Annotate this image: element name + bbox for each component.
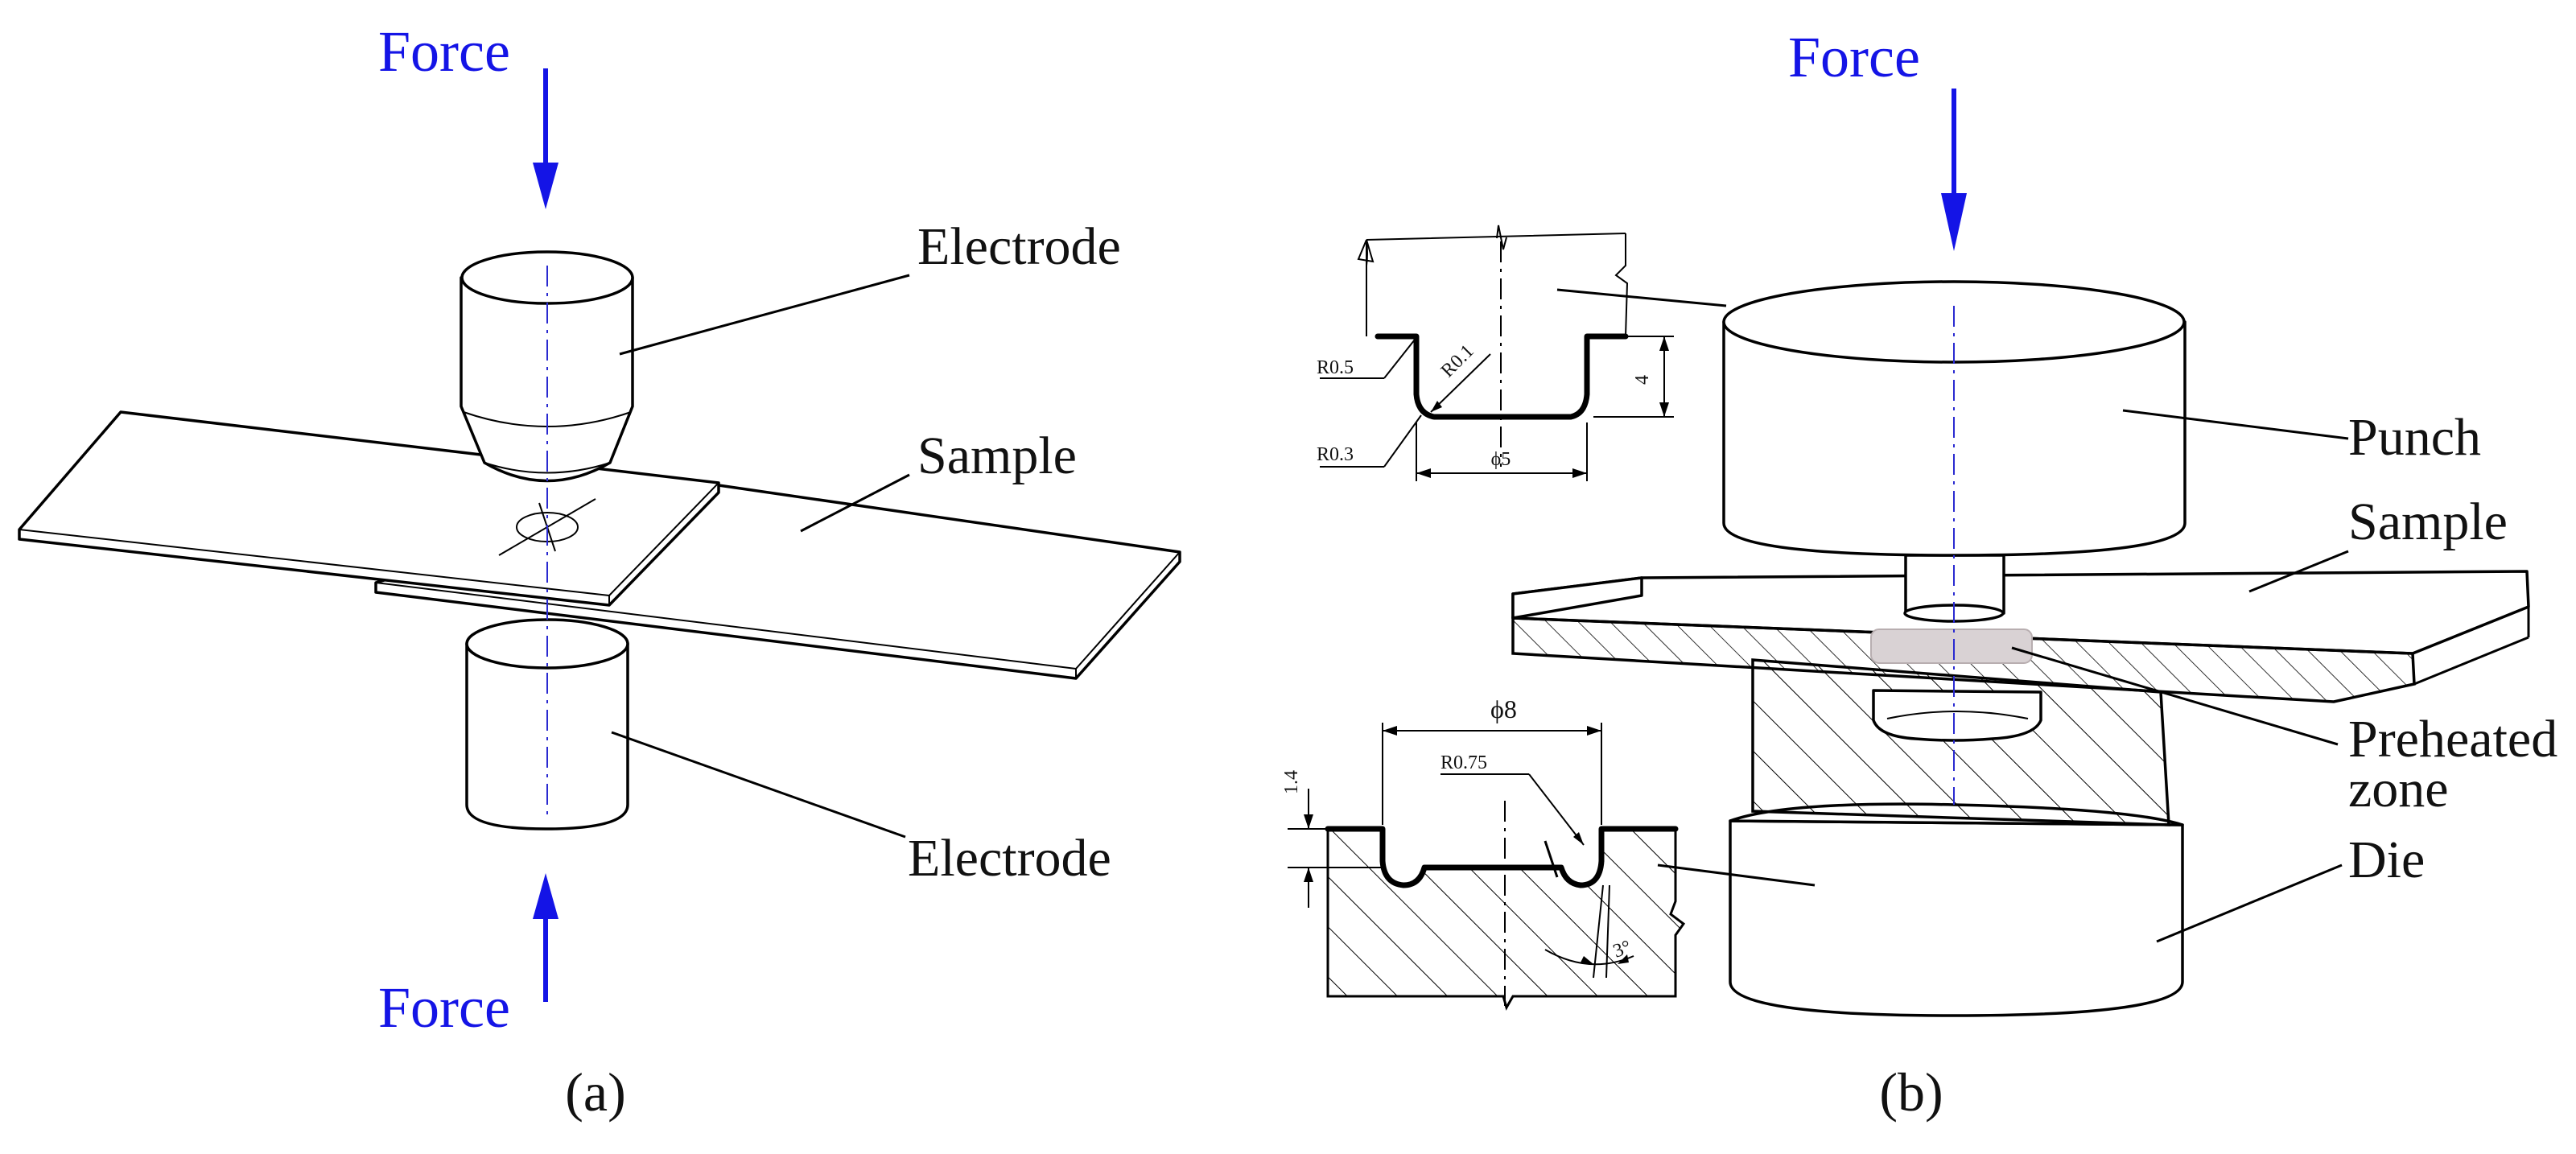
force-bottom-label: Force — [378, 975, 510, 1040]
die-section — [1751, 658, 2170, 826]
label-die: Die — [2348, 830, 2425, 889]
force-b-arrow — [1941, 89, 1967, 251]
force-top-arrow — [533, 68, 558, 209]
bottom-electrode — [465, 618, 629, 830]
label-punch: Punch — [2348, 408, 2481, 467]
dim-r-inner: R0.3 — [1317, 444, 1354, 465]
label-preheated: Preheated — [2348, 710, 2557, 769]
label-sample-a: Sample — [917, 427, 1077, 485]
die-block — [1729, 802, 2184, 1017]
panel-b: Force — [1281, 25, 2557, 1123]
label-electrode-top: Electrode — [917, 217, 1121, 276]
dim-die-radius: R0.75 — [1440, 752, 1487, 773]
dim-r-outer: R0.5 — [1317, 357, 1354, 378]
label-sample-b: Sample — [2348, 493, 2508, 551]
punch-detail: 4 ϕ5 R0.5 R0.3 R0.1 — [1317, 225, 1727, 481]
caption-a: (a) — [565, 1061, 625, 1123]
leader-preheated — [2011, 646, 2339, 746]
preheated-zone — [1870, 629, 2033, 664]
force-top-label: Force — [378, 19, 510, 84]
leader-electrode-bottom — [611, 731, 906, 839]
force-bottom-arrow — [533, 873, 558, 1002]
force-b-label: Force — [1788, 25, 1920, 89]
dim-r-tip: R0.1 — [1437, 340, 1478, 381]
dim-punch-depth: 4 — [1632, 375, 1653, 385]
leader-punch — [2122, 409, 2349, 440]
leader-sample-b — [2248, 550, 2349, 593]
dim-punch-diameter: ϕ5 — [1491, 449, 1511, 470]
upper-sheet — [18, 410, 720, 607]
panel-a: Force Force — [18, 19, 1181, 1123]
die-detail: ϕ8 R0.75 1.4 3° — [1281, 694, 1816, 1011]
leader-die — [2156, 863, 2343, 943]
leader-sample-a — [800, 473, 910, 533]
label-zone: zone — [2348, 760, 2449, 818]
leader-punch-detail — [1556, 288, 1727, 307]
label-electrode-bottom: Electrode — [908, 829, 1111, 888]
leader-die-detail — [1657, 863, 1816, 887]
dim-die-depth: 1.4 — [1281, 770, 1302, 794]
dim-die-diameter: ϕ8 — [1490, 694, 1517, 723]
leader-electrode-top — [619, 274, 910, 356]
caption-b: (b) — [1879, 1061, 1943, 1123]
